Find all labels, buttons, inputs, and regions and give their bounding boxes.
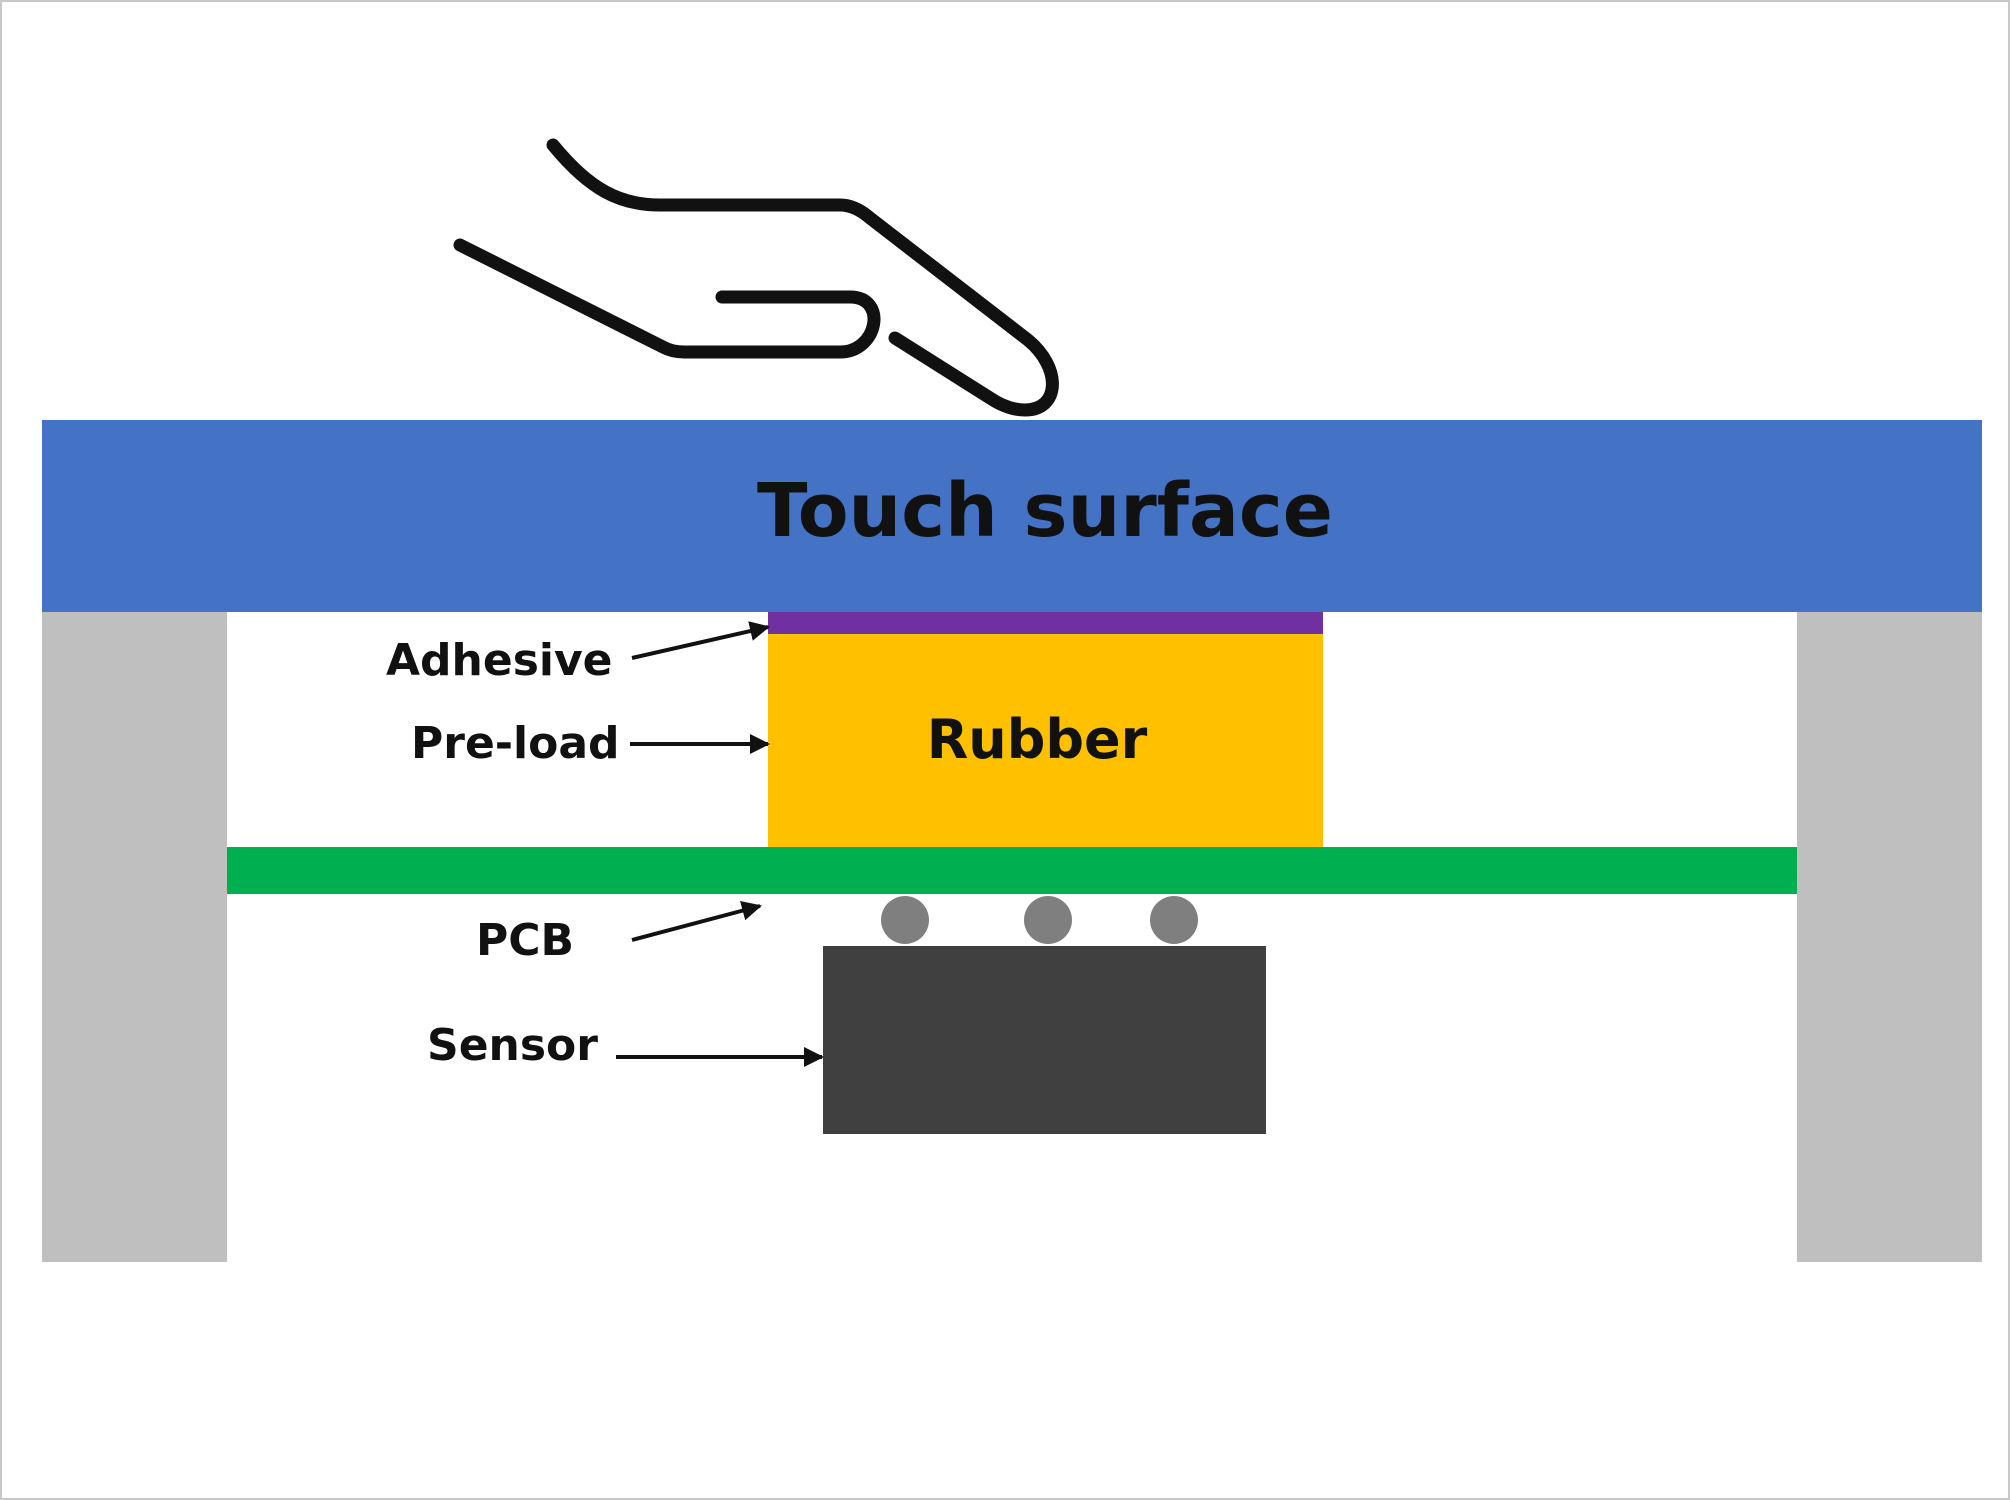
right-support (1797, 610, 1982, 1262)
adhesive-label: Adhesive (386, 635, 613, 686)
rubber-block (768, 634, 1323, 847)
sensor-label: Sensor (427, 1020, 598, 1071)
adhesive-arrow-icon (631, 621, 770, 660)
touch-surface-layer (42, 420, 1982, 612)
rubber-label: Rubber (927, 708, 1148, 771)
solder-ball (1024, 896, 1072, 944)
touch-surface-label: Touch surface (757, 468, 1333, 554)
preload-label: Pre-load (411, 718, 620, 769)
sensor-chip (823, 946, 1266, 1134)
solder-ball (881, 896, 929, 944)
pcb-label: PCB (476, 915, 574, 966)
pcb-arrow-icon (631, 900, 762, 942)
pcb-layer (227, 847, 1797, 894)
hand-icon (453, 138, 1059, 417)
solder-ball (1150, 896, 1198, 944)
left-support (42, 610, 227, 1262)
adhesive-layer (768, 612, 1323, 634)
